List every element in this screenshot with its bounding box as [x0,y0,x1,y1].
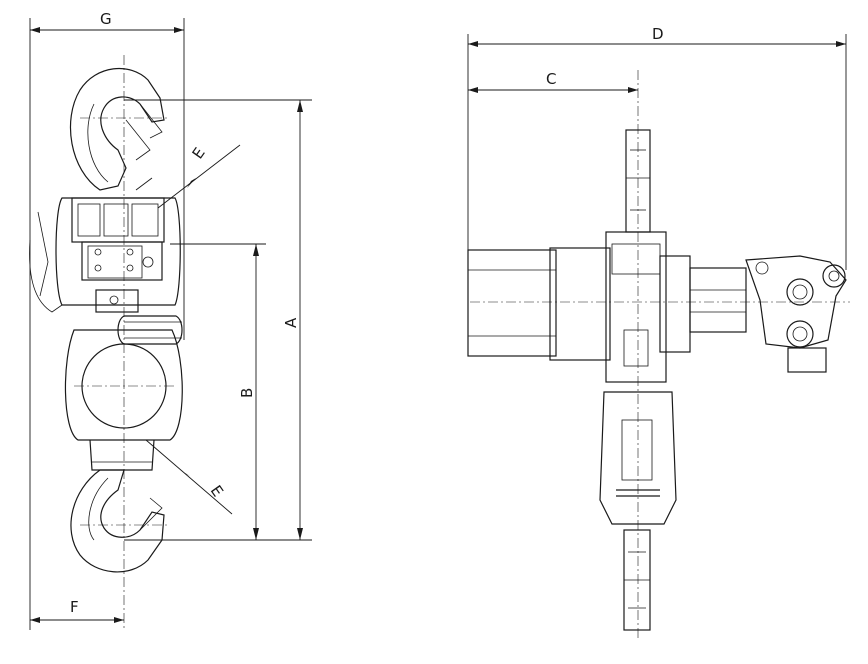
dimension-e-bottom-label: E [207,482,227,500]
dimension-e-top-label: E [189,144,209,162]
front-view [29,55,183,630]
dimension-d-label: D [652,25,664,43]
side-view [467,70,850,640]
hoist-body [29,197,183,471]
dimension-g-label: G [100,10,112,28]
dimension-a-label: A [282,317,300,328]
top-hook [69,67,165,191]
dimension-f-label: F [70,598,79,616]
dimension-b-label: B [238,388,256,398]
bottom-hook [70,469,165,573]
side-view-dimensions: D C [467,25,847,356]
dimension-c-label: C [546,70,556,88]
